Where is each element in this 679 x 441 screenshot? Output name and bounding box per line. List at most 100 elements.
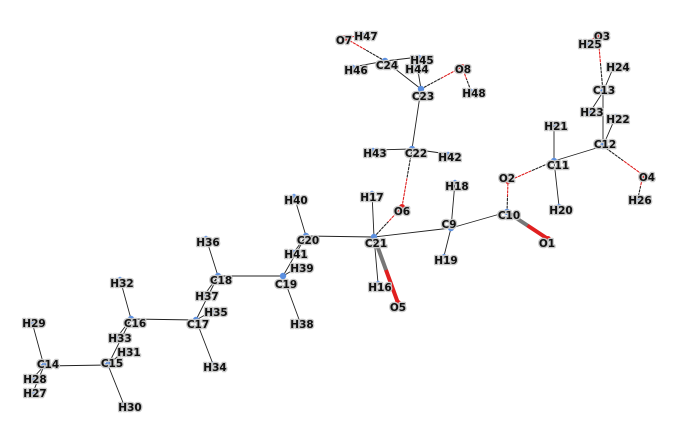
- atom-label-h34: H34: [203, 362, 226, 374]
- atom-h21: [551, 121, 557, 127]
- atom-o4: [640, 172, 646, 178]
- atom-label-c22: C22: [405, 148, 427, 160]
- atom-label-h37: H37: [195, 291, 218, 303]
- atom-label-o7: O7: [336, 35, 352, 47]
- atom-o3: [595, 32, 601, 38]
- bond-c15-h31: [107, 349, 126, 366]
- bond-c14-h27: [32, 365, 45, 393]
- bond-o8-h48: [461, 66, 472, 92]
- atom-label-h35: H35: [204, 307, 227, 319]
- atom-label-o6: O6: [394, 206, 410, 218]
- bond-c24-h45: [384, 56, 420, 62]
- atom-h27: [30, 389, 36, 395]
- atom-label-c13: C13: [593, 85, 615, 97]
- atom-label-h47: H47: [354, 31, 377, 43]
- atom-o7: [342, 35, 348, 41]
- atom-c13: [599, 88, 607, 96]
- bond-o2-c11: [507, 160, 555, 182]
- bond-c16-h33: [117, 318, 132, 337]
- atom-label-c20: C20: [297, 235, 319, 247]
- atom-label-h20: H20: [549, 205, 572, 217]
- atom-label-h32: H32: [110, 278, 133, 290]
- bond-c14-h29: [31, 321, 45, 367]
- atom-h17: [369, 190, 375, 196]
- atom-label-h39: H39: [290, 263, 313, 275]
- atom-label-h44: H44: [405, 64, 428, 76]
- bond-c11-c12: [553, 145, 604, 162]
- atom-label-c19: C19: [275, 279, 297, 291]
- atom-c11: [550, 157, 558, 165]
- bond-c18-h36: [205, 237, 219, 277]
- bond-c19-h38: [282, 275, 301, 323]
- atom-h43: [370, 147, 376, 153]
- atom-label-o2: O2: [499, 173, 515, 185]
- bond-c15-h30: [107, 364, 125, 406]
- atom-h41: [291, 249, 297, 255]
- bond-c22-h43: [372, 148, 413, 151]
- bond-c9-c21: [373, 227, 452, 238]
- bond-c12-h22: [602, 115, 617, 147]
- atom-h44: [414, 62, 420, 68]
- bond-o7-h47: [344, 34, 364, 39]
- bond-c21-h17: [371, 192, 375, 238]
- atom-o2: [505, 178, 511, 184]
- atom-label-h36: H36: [196, 237, 219, 249]
- bond-c16-c15: [107, 318, 132, 366]
- atom-o1: [545, 236, 551, 242]
- bond-c17-c16: [130, 318, 197, 321]
- atom-label-o5: O5: [390, 302, 406, 314]
- bond-c21-o6: [373, 206, 403, 238]
- atom-label-c21: C21: [365, 238, 387, 250]
- atom-label-h19: H19: [434, 255, 457, 267]
- atom-label-h24: H24: [606, 62, 629, 74]
- bond-o6-c22: [401, 148, 413, 208]
- atom-label-c11: C11: [547, 160, 569, 172]
- atom-label-h18: H18: [445, 181, 468, 193]
- atom-label-h28: H28: [23, 374, 46, 386]
- atom-h45: [416, 54, 422, 60]
- atom-label-h30: H30: [118, 402, 141, 414]
- atom-label-o8: O8: [455, 64, 471, 76]
- bond-c10-c9: [450, 211, 508, 229]
- atom-h33: [115, 333, 121, 339]
- bond-c12-o4: [602, 145, 644, 176]
- atom-h31: [122, 347, 128, 353]
- bond-c23-o8: [420, 66, 463, 90]
- bond-c18-h37: [204, 275, 219, 295]
- atom-label-h40: H40: [284, 195, 307, 207]
- atom-h29: [29, 319, 35, 325]
- atom-h46: [350, 64, 356, 70]
- bond-c9-h18: [450, 181, 456, 229]
- atom-h22: [613, 113, 619, 119]
- atom-h40: [291, 193, 297, 199]
- atom-layer: [29, 32, 646, 408]
- atom-label-h27: H27: [23, 388, 46, 400]
- atom-h16: [375, 280, 381, 286]
- atom-label-c23: C23: [412, 91, 434, 103]
- atom-h28: [30, 375, 36, 381]
- bond-c21-o5: [372, 235, 400, 305]
- atom-c18: [214, 272, 222, 280]
- atom-h42: [445, 151, 451, 157]
- atom-label-c12: C12: [594, 139, 616, 151]
- bond-c22-h42: [411, 148, 449, 155]
- atom-label-h43: H43: [363, 148, 386, 160]
- atom-label-h23: H23: [580, 107, 603, 119]
- bond-c17-h35: [195, 309, 215, 321]
- atom-h32: [117, 276, 123, 282]
- atom-label-h16: H16: [368, 282, 391, 294]
- bond-c13-h24: [602, 65, 615, 93]
- atom-h24: [611, 63, 617, 69]
- bond-c24-o7: [344, 37, 386, 62]
- atom-c10: [503, 208, 511, 216]
- atom-c15: [104, 361, 112, 369]
- bond-c17-h34: [195, 319, 214, 365]
- atom-h37: [202, 291, 208, 297]
- bond-c20-c19: [282, 235, 307, 277]
- bond-c22-c23: [411, 88, 422, 150]
- atom-c21: [370, 233, 378, 241]
- atom-c14: [40, 362, 48, 370]
